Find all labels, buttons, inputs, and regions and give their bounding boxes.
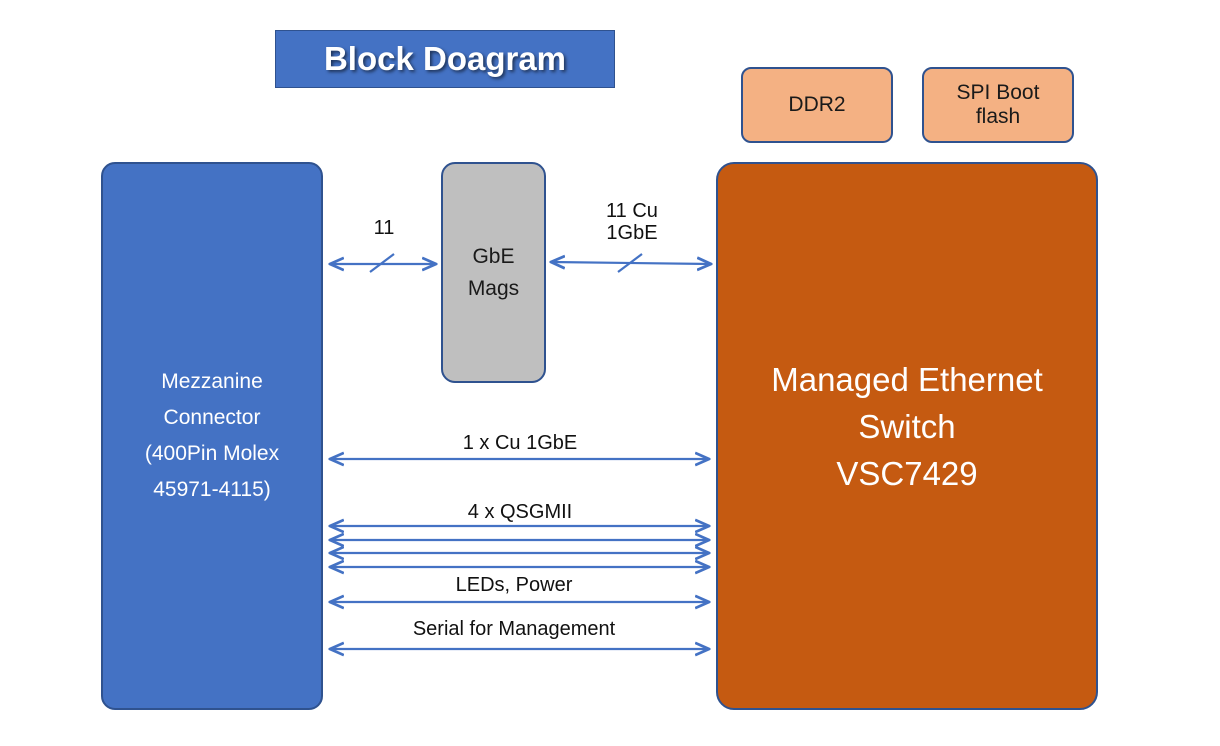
mezz-mags-bus-slash (369, 253, 395, 273)
mags-switch-link-label: 11 Cu 1GbE (606, 200, 658, 244)
qsgmii-label: 4 x QSGMII (467, 501, 573, 523)
diagram-title: Block Doagram (275, 30, 615, 88)
cu-1gbe-label: 1 x Cu 1GbE (462, 432, 578, 454)
managed-switch-block: Managed Ethernet Switch VSC7429 (716, 162, 1098, 710)
mezz-mags-link-label: 11 (373, 217, 395, 239)
mezzanine-connector-block: Mezzanine Connector (400Pin Molex 45971-… (101, 162, 323, 710)
serial-management-label: Serial for Management (412, 618, 616, 640)
mags-switch-bus-slash (617, 253, 643, 273)
gbe-mags-block: GbE Mags (441, 162, 546, 383)
leds-power-label: LEDs, Power (455, 574, 573, 596)
ddr2-block: DDR2 (741, 67, 893, 143)
spi-flash-block: SPI Boot flash (922, 67, 1074, 143)
